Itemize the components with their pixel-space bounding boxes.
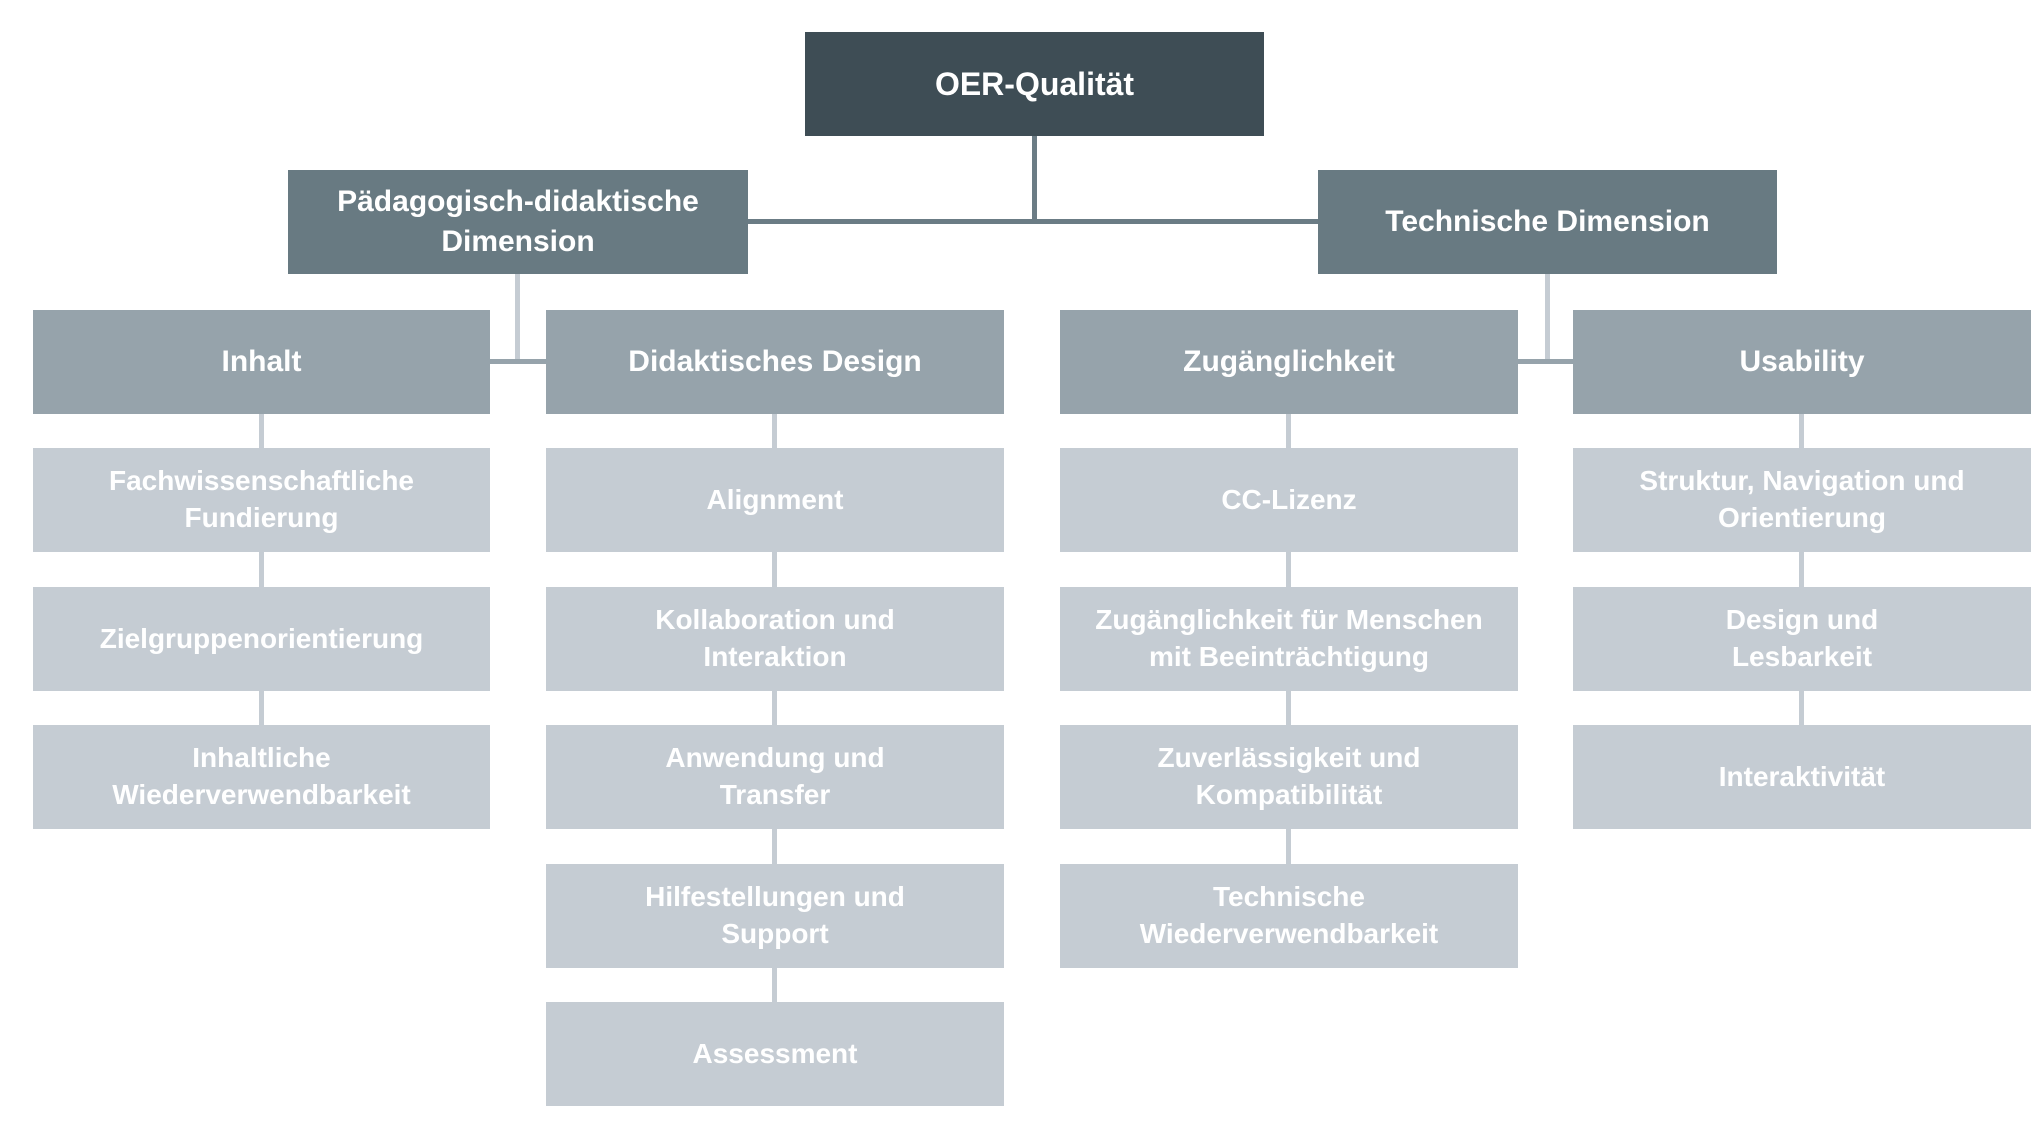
node-root-oer-qualitaet: OER-Qualität	[805, 32, 1264, 136]
connector-root-vertical	[1032, 136, 1037, 222]
connector-col2-seg4	[772, 829, 777, 864]
node-dimension-paedagogisch-didaktisch: Pädagogisch-didaktische Dimension	[288, 170, 748, 274]
node-criterion-interaktivitaet: Interaktivität	[1573, 725, 2031, 829]
node-criterion-fachwissenschaftliche-fundierung: Fachwissenschaftliche Fundierung	[33, 448, 490, 552]
connector-col3-seg2	[1286, 552, 1291, 587]
connector-col2-seg2	[772, 552, 777, 587]
node-criterion-kollaboration-interaktion: Kollaboration und Interaktion	[546, 587, 1004, 691]
node-dimension-technisch: Technische Dimension	[1318, 170, 1777, 274]
node-criterion-zugaenglichkeit-beeintraechtigung: Zugänglichkeit für Menschen mit Beeinträ…	[1060, 587, 1518, 691]
node-criterion-anwendung-transfer: Anwendung und Transfer	[546, 725, 1004, 829]
node-criterion-zielgruppenorientierung: Zielgruppenorientierung	[33, 587, 490, 691]
connector-dimensions-horizontal	[748, 219, 1318, 224]
node-criterion-assessment: Assessment	[546, 1002, 1004, 1106]
connector-col3-seg3	[1286, 691, 1291, 725]
connector-zugaenglichkeit-usability-horizontal	[1518, 359, 1573, 364]
node-criterion-design-lesbarkeit: Design und Lesbarkeit	[1573, 587, 2031, 691]
connector-col1-seg1	[259, 414, 264, 448]
connector-col3-seg4	[1286, 829, 1291, 864]
connector-inhalt-didaktisch-horizontal	[490, 359, 546, 364]
connector-col1-seg2	[259, 552, 264, 587]
node-criterion-hilfestellungen-support: Hilfestellungen und Support	[546, 864, 1004, 968]
node-criterion-alignment: Alignment	[546, 448, 1004, 552]
connector-paedagogisch-vertical	[515, 274, 520, 362]
node-criterion-zuverlaessigkeit-kompatibilitaet: Zuverlässigkeit und Kompatibilität	[1060, 725, 1518, 829]
node-category-zugaenglichkeit: Zugänglichkeit	[1060, 310, 1518, 414]
node-criterion-cc-lizenz: CC-Lizenz	[1060, 448, 1518, 552]
connector-col3-seg1	[1286, 414, 1291, 448]
connector-technisch-vertical	[1545, 274, 1550, 362]
connector-col4-seg2	[1799, 552, 1804, 587]
node-criterion-struktur-navigation-orientierung: Struktur, Navigation und Orientierung	[1573, 448, 2031, 552]
node-category-usability: Usability	[1573, 310, 2031, 414]
connector-col4-seg1	[1799, 414, 1804, 448]
connector-col2-seg5	[772, 968, 777, 1002]
node-criterion-technische-wiederverwendbarkeit: Technische Wiederverwendbarkeit	[1060, 864, 1518, 968]
connector-col2-seg3	[772, 691, 777, 725]
connector-col2-seg1	[772, 414, 777, 448]
connector-col1-seg3	[259, 691, 264, 725]
node-category-didaktisches-design: Didaktisches Design	[546, 310, 1004, 414]
connector-col4-seg3	[1799, 691, 1804, 725]
node-criterion-inhaltliche-wiederverwendbarkeit: Inhaltliche Wiederverwendbarkeit	[33, 725, 490, 829]
node-category-inhalt: Inhalt	[33, 310, 490, 414]
